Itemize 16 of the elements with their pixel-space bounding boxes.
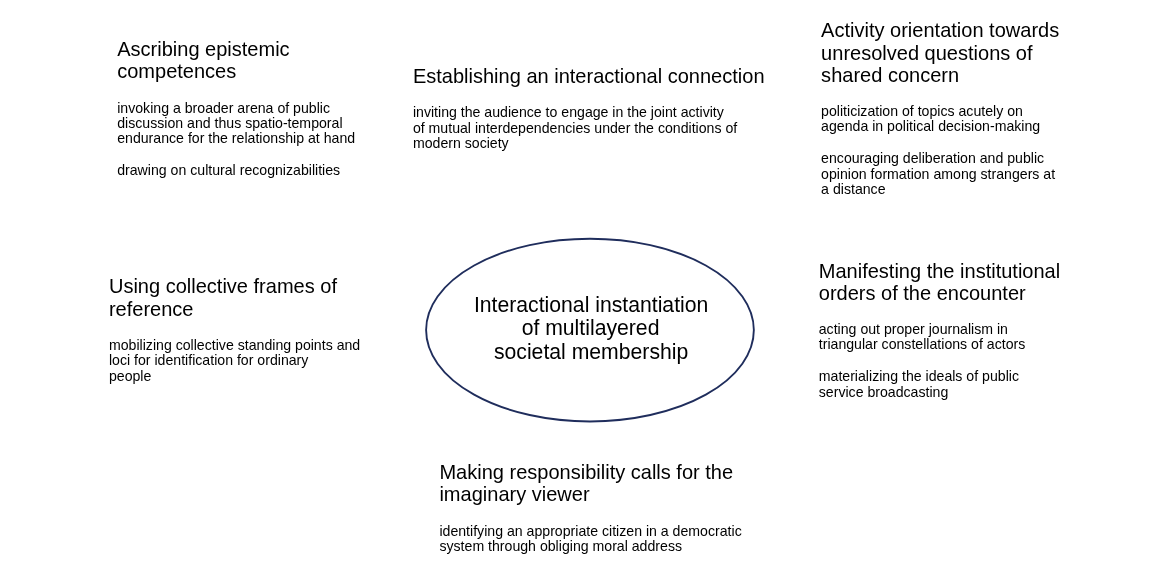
label: Activity orientation towards unresolved questions of shared concern (820, 19, 1059, 86)
label: Ascribing epistemic competences (116, 38, 290, 83)
label: invoking a broader arena of public discussion and thus spatio-temporal endurance for the relationship at hand (116, 99, 355, 147)
label: drawing on cultural recognizabilities (116, 162, 340, 179)
label: Making responsibility calls for the imaginary viewer (438, 460, 733, 506)
label: Using collective frames of reference (108, 275, 337, 320)
label: Manifesting the institutional orders of the encounter (818, 259, 1060, 304)
label: mobilizing collective standing points and loci for identification for ordinary people (108, 336, 360, 384)
label: acting out proper journalism in triangular constellations of actors (818, 321, 1025, 353)
label: Establishing an interactional connection (412, 65, 765, 88)
label: inviting the audience to engage in the joint activity of mutual interdependencies under the conditions of modern society (412, 104, 737, 151)
node-ellipse: Interactional instantiation of multilayered societal membership (424, 237, 755, 423)
label: identifying an appropriate citizen in a democratic system through obliging moral address (438, 522, 742, 554)
label: materializing the ideals of public service broadcasting (818, 368, 1019, 400)
label: politicization of topics acutely on agenda in political decision-making (820, 103, 1040, 135)
label: encouraging deliberation and public opinion formation among strangers at a distance (820, 150, 1055, 197)
